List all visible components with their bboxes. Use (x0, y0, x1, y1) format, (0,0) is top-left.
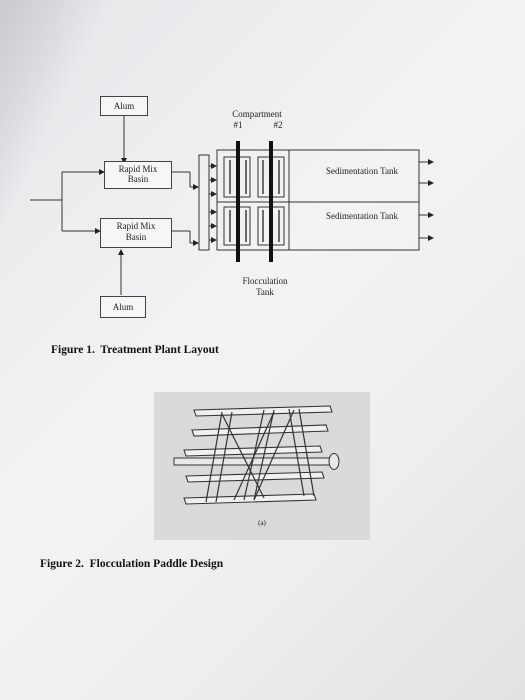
alum-bottom-label: Alum (112, 302, 134, 312)
flocculation-tank-label-line1: Flocculation (242, 276, 288, 286)
sedimentation-tank-2-label: Sedimentation Tank (326, 211, 398, 221)
rapid-mix-basin-1 (104, 161, 172, 189)
rapid-mix-basin-2-label-line2: Basin (125, 232, 147, 242)
rapid-mix-basin-2-label-line1: Rapid Mix (116, 221, 156, 231)
compartment-2-label: #2 (273, 120, 283, 130)
distribution-channel (198, 154, 210, 251)
paddle-board-1 (193, 405, 333, 417)
paddle-board-5 (183, 493, 317, 505)
alum-top-label: Alum (113, 101, 135, 111)
rapid-mix-basin-1-label-line1: Rapid Mix (118, 164, 158, 174)
paddle-board-3 (183, 445, 323, 457)
paddle-drawing (173, 405, 340, 505)
figure-2-sublabel: (a) (258, 519, 266, 527)
flocculation-tank-upper (216, 149, 290, 203)
sedimentation-tank-1-label: Sedimentation Tank (326, 166, 398, 176)
paddle-design-figure: (a) (154, 392, 370, 540)
paddle-shaft (173, 457, 335, 466)
alum-top-box (100, 96, 148, 116)
sedimentation-tank-upper (288, 149, 420, 203)
compartment-label: Compartment (232, 109, 282, 119)
rapid-mix-basin-1-label-line2: Basin (127, 174, 149, 184)
compartment-1-label: #1 (233, 120, 243, 130)
figure-1-caption: Figure 1. Treatment Plant Layout (51, 344, 219, 356)
flocculation-tank-lower (216, 201, 290, 251)
sedimentation-tank-lower (288, 201, 420, 251)
flocculation-tank-label-line2: Tank (256, 287, 274, 297)
figure-2-caption: Figure 2. Flocculation Paddle Design (40, 558, 224, 570)
alum-bottom-box (100, 296, 146, 318)
rapid-mix-basin-2 (100, 218, 172, 248)
shaft-end-icon (328, 453, 340, 470)
